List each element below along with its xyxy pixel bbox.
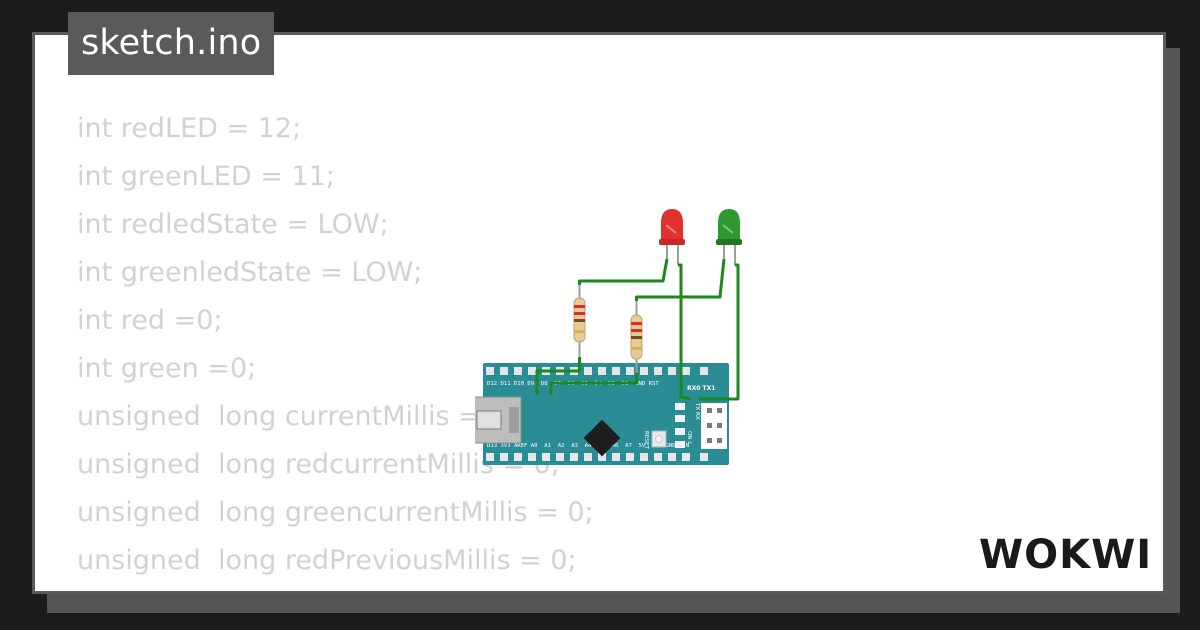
- circuit-wires: [535, 258, 740, 401]
- red-led[interactable]: [659, 209, 685, 245]
- code-line: int redledState = LOW;: [77, 209, 389, 240]
- bottom-pin-row: [486, 453, 708, 461]
- icsp-header: [701, 403, 727, 449]
- code-line: int red =0;: [77, 305, 223, 336]
- arduino-nano-board[interactable]: [483, 363, 729, 465]
- code-line: int greenledState = LOW;: [77, 257, 423, 288]
- code-line: unsigned long greencurrentMillis = 0;: [77, 497, 594, 528]
- code-line: int green =0;: [77, 353, 257, 384]
- status-leds: [675, 403, 685, 448]
- microcontroller-chip: [583, 419, 621, 457]
- circuit-diagram: D12 D11 D10 D9 D8 D7 D6 D5 D4 D3 D2 GND …: [475, 209, 742, 465]
- code-line: unsigned long redcurrentMillis = 0;: [77, 449, 560, 480]
- bottom-pin-labels: D13 3V3 AREF A0 A1 A2 A3 A4 A5 A6 A7 5V …: [487, 443, 689, 449]
- code-line: int greenLED = 11;: [77, 161, 335, 192]
- code-line: int redLED = 12;: [77, 113, 302, 144]
- on-l-label: ON L: [686, 431, 692, 445]
- resistor-green-led[interactable]: [630, 314, 643, 360]
- code-line: unsigned long redPreviousMillis = 0;: [77, 545, 577, 576]
- tx-rx-label: TX RX: [694, 402, 700, 420]
- wokwi-logo: WOKWI: [979, 532, 1152, 578]
- reset-label: RESET: [643, 431, 649, 450]
- code-line: unsigned long greenPreviousMillis = 0;: [77, 585, 610, 591]
- resistor-red-led[interactable]: [573, 297, 586, 343]
- green-led[interactable]: [716, 209, 742, 245]
- file-name-tab: sketch.ino: [68, 12, 275, 75]
- brand-name: WOKWI: [979, 532, 1152, 578]
- rx-tx-label: RX0 TX1: [687, 385, 715, 392]
- preview-card: int redLED = 12; int greenLED = 11; int re…: [32, 32, 1166, 594]
